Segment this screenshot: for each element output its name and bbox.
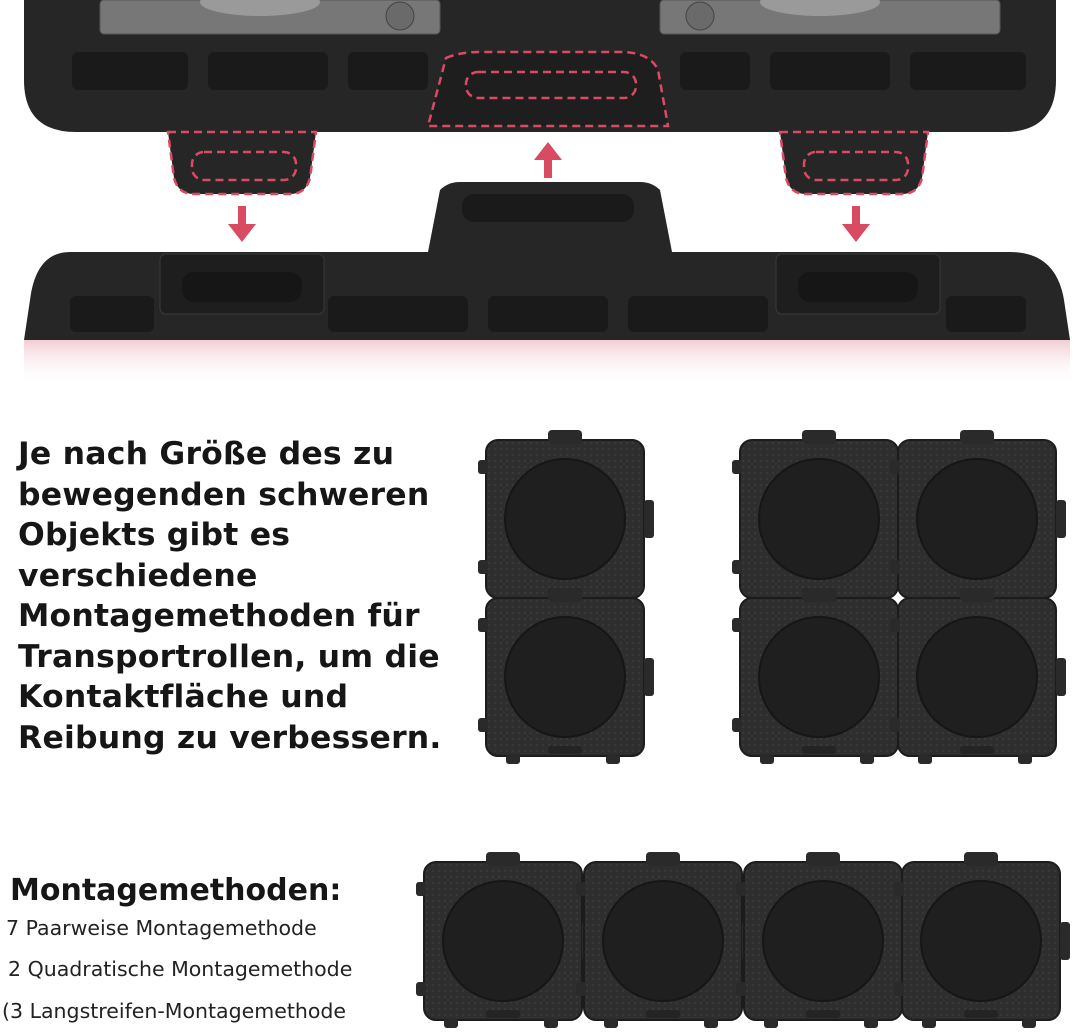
method-label: Quadratische Montagemethode	[27, 957, 353, 981]
method-number: 2	[8, 957, 22, 981]
headline-line: Reibung zu verbessern.	[18, 719, 442, 756]
arrow-up-center-icon	[534, 142, 562, 178]
methods-title: Montagemethoden:	[10, 873, 342, 908]
pair-arrangement	[477, 429, 655, 765]
headline: Je nach Größe des zu bewegenden schweren…	[18, 434, 478, 758]
headline-line: Je nach Größe des zu	[18, 436, 395, 472]
method-label: Langstreifen-Montagemethode	[29, 999, 347, 1023]
upper-plate	[24, 0, 1056, 196]
headline-line: Montagemethoden für	[18, 598, 420, 634]
method-item-square: 2 Quadratische Montagemethode	[8, 957, 352, 981]
headline-line: Kontaktfläche und	[18, 679, 349, 715]
headline-line: verschiedene	[18, 557, 258, 594]
strip-arrangement	[415, 851, 1071, 1029]
headline-line: Objekts gibt es	[18, 517, 291, 553]
headline-line: bewegenden schweren	[18, 476, 430, 513]
method-number: 7	[6, 916, 20, 940]
method-item-strip: (3 Langstreifen-Montagemethode	[2, 999, 346, 1023]
method-number: (3	[2, 999, 24, 1023]
arrow-down-left-icon	[228, 206, 256, 242]
lower-plate	[24, 182, 1070, 386]
method-label: Paarweise Montagemethode	[25, 916, 317, 940]
headline-line: Transportrollen, um die	[18, 638, 440, 675]
arrow-down-right-icon	[842, 206, 870, 242]
method-item-pair: 7 Paarweise Montagemethode	[6, 916, 317, 940]
square-arrangement	[731, 429, 1067, 765]
